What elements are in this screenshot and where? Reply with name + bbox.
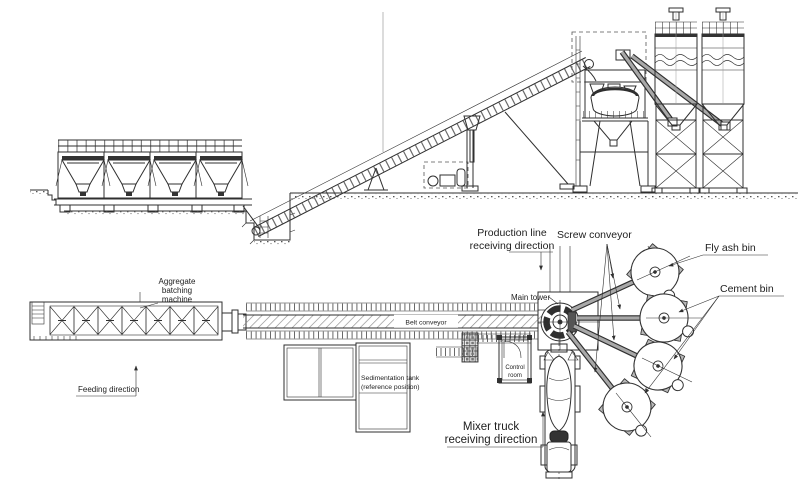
- ground-elevation: [30, 189, 798, 245]
- label-aggregate-batching-machine: Aggregate batching machine: [139, 277, 196, 309]
- inclined-belt-conveyor: [242, 12, 597, 237]
- svg-text:Fly ash bin: Fly ash bin: [705, 242, 756, 254]
- conveyor-tail-unit: [221, 309, 247, 334]
- cement-bin-plan-1: [635, 289, 700, 348]
- label-sedimentation-tank-1: Sedimentation tank: [361, 375, 420, 382]
- svg-text:Feeding direction: Feeding direction: [78, 385, 139, 394]
- aggregate-batching-machine-elevation: [54, 139, 252, 213]
- annotations: Production line receiving direction Scre…: [76, 227, 784, 448]
- label-fly-ash-bin: Fly ash bin: [668, 242, 768, 267]
- svg-text:Production line: Production line: [477, 227, 547, 239]
- label-feeding-direction: Feeding direction: [76, 365, 139, 397]
- label-sedimentation-tank-2: (reference position): [361, 384, 420, 391]
- elevation-view: [30, 8, 798, 245]
- bins-plan: [592, 237, 702, 447]
- svg-text:receiving direction: receiving direction: [470, 240, 555, 252]
- label-control-room-1: Control: [505, 365, 524, 371]
- walkways-plan: [436, 332, 531, 363]
- label-cement-bin: Cement bin: [644, 283, 784, 394]
- svg-text:batching: batching: [162, 286, 192, 295]
- label-production-line: Production line receiving direction: [470, 227, 571, 292]
- label-screw-conveyor: Screw conveyor: [557, 229, 632, 373]
- svg-text:Cement bin: Cement bin: [720, 283, 774, 295]
- svg-text:Mixer truck: Mixer truck: [463, 421, 519, 433]
- label-control-room-2: room: [508, 373, 522, 379]
- svg-text:Main tower: Main tower: [511, 293, 550, 302]
- belt-conveyor-plan: Belt conveyor: [243, 302, 538, 340]
- svg-text:Screw conveyor: Screw conveyor: [557, 229, 632, 241]
- mixer-truck-plan: [539, 338, 581, 479]
- control-room-plan: Control room: [497, 335, 532, 384]
- svg-text:receiving direction: receiving direction: [445, 434, 538, 446]
- label-belt-conveyor: Belt conveyor: [405, 320, 447, 327]
- svg-text:Aggregate: Aggregate: [159, 277, 196, 286]
- sedimentation-tank-plan: Sedimentation tank (reference position): [283, 342, 420, 433]
- plan-view: Belt conveyor: [29, 237, 702, 479]
- cement-silos-elevation: [652, 8, 747, 193]
- label-main-tower: Main tower: [511, 293, 559, 305]
- label-mixer-truck: Mixer truck receiving direction: [445, 411, 545, 448]
- aggregate-batching-machine-plan: [29, 301, 223, 341]
- svg-text:machine: machine: [162, 295, 193, 304]
- main-tower-elevation: [571, 31, 656, 193]
- air-compressor: [423, 161, 469, 189]
